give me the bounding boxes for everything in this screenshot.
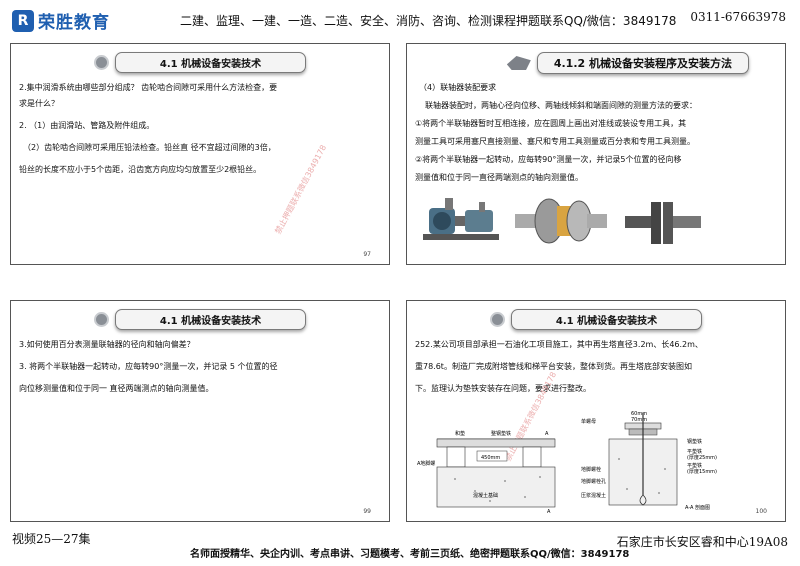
slide-title-bar: 4.1.2 机械设备安装程序及安装方法 — [407, 52, 785, 74]
coupling-illustrations — [423, 198, 701, 244]
slide-99: 4.1 机械设备安装技术 3.如何使用百分表测量联轴器的径向和轴向偏差？ 3. … — [10, 300, 390, 522]
text-line: 联轴器装配时，两轴心径向位移、两轴线倾斜和端面间隙的测量方法的要求： — [425, 101, 697, 110]
text-line: 铅丝的长度不应小于5个齿距，沿齿宽方向应均匀放置至少2根铅丝。 — [19, 165, 262, 174]
page-number: 97 — [363, 251, 371, 258]
diagram-label: (厚度15mm) — [687, 468, 717, 475]
page-header: R 荣胜教育 二建、监理、一建、一造、二造、安全、消防、咨询、检测课程押题联系Q… — [0, 0, 800, 36]
slide-title: 4.1 机械设备安装技术 — [510, 309, 703, 330]
slide-body: 3.如何使用百分表测量联轴器的径向和轴向偏差？ 3. 将两个半联轴器一起转动，应… — [19, 339, 381, 405]
footer-episode: 视频25—27集 — [12, 532, 91, 546]
text-line: （4）联轴器装配要求 — [419, 83, 497, 92]
pump-motor-image — [423, 198, 499, 240]
slide-98: 4.1.2 机械设备安装程序及安装方法 （4）联轴器装配要求 联轴器装配时，两轴… — [406, 43, 786, 265]
logo-icon: R — [12, 9, 34, 32]
slide-100: 4.1 机械设备安装技术 252.某公司项目部承担一石油化工项目施工，其中再生塔… — [406, 300, 786, 522]
slide-body: 2.集中润滑系统由哪些部分组成？ 齿轮啮合间隙可采用什么方法检查，要 求是什么？… — [19, 82, 381, 186]
footer-contact: 名师面授精华、央企内训、考点串讲、习题模考、考前三页纸、绝密押题联系QQ/微信：… — [190, 549, 630, 560]
slide-body: 252.某公司项目部承担一石油化工项目施工，其中再生塔直径3.2m、长46.2m… — [415, 339, 777, 405]
diagram-label: A-A 剖面图 — [685, 504, 710, 511]
slide-title: 4.1.2 机械设备安装程序及安装方法 — [536, 52, 749, 74]
diagram-label: 和垫 — [455, 430, 465, 437]
slide-title-bar: 4.1 机械设备安装技术 — [11, 309, 389, 330]
slide-body: （4）联轴器装配要求 联轴器装配时，两轴心径向位移、两轴线倾斜和端面间隙的测量方… — [415, 82, 777, 190]
text-line: 下。监理认为垫铁安装存在问题，要求进行整改。 — [415, 384, 591, 393]
text-line: 2.集中润滑系统由哪些部分组成？ 齿轮啮合间隙可采用什么方法检查，要 — [19, 83, 278, 92]
text-line: 3.如何使用百分表测量联轴器的径向和轴向偏差？ — [19, 340, 195, 349]
diagram-label: A — [545, 431, 549, 437]
text-line: 求是什么？ — [19, 99, 59, 108]
diagram-label: A — [547, 509, 551, 515]
diagram-label: 地脚螺栓 — [581, 466, 601, 473]
slide-title: 4.1 机械设备安装技术 — [114, 52, 307, 73]
base-elevation-drawing: 和垫 整钢垫铁 A 450mm A地脚螺 混凝土基础 A — [417, 430, 556, 515]
flange-coupling-image — [625, 202, 701, 244]
jaw-coupling-image — [515, 198, 607, 244]
text-line: 3. 将两个半联轴器一起转动，应每转90°测量一次，并记录 5 个位置的径 — [19, 362, 278, 371]
diagram-label: 压浆混凝土 — [581, 492, 606, 499]
section-a-a-drawing: 60mm 70mm 单螺母 钢垫铁 平垫铁 (厚度25mm) 平垫铁 (厚度15… — [581, 411, 717, 511]
tower-base-diagram: 和垫 整钢垫铁 A 450mm A地脚螺 混凝土基础 A 60mm 70mm 单… — [417, 411, 717, 515]
slide-title-bar: 4.1 机械设备安装技术 — [11, 52, 389, 73]
diagram-label: 60mm — [631, 411, 647, 417]
diagram-label: 地脚螺栓孔 — [581, 478, 606, 485]
diagram-label: 整钢垫铁 — [491, 430, 511, 437]
diagram-label: 钢垫铁 — [687, 438, 702, 445]
lightbulb-icon — [93, 312, 109, 327]
page-number: 100 — [755, 508, 767, 515]
text-line: 向位移测量值和位于同一 直径两端测点的轴向测量值。 — [19, 384, 214, 393]
slide-title-bar: 4.1 机械设备安装技术 — [407, 309, 785, 330]
footer-address: 石家庄市长安区睿和中心19A08 — [616, 535, 788, 549]
text-line: 252.某公司项目部承担一石油化工项目施工，其中再生塔直径3.2m、长46.2m… — [415, 340, 703, 349]
slide-title: 4.1 机械设备安装技术 — [114, 309, 307, 330]
text-line: ①将两个半联轴器暂时互相连接，应在圆周上画出对准线或装设专用工具，其 — [415, 119, 687, 128]
text-line: 测量工具可采用塞尺直接测量、塞尺和专用工具测量或百分表和专用工具测量。 — [415, 137, 695, 146]
diagram-label: 平垫铁 — [687, 448, 702, 455]
brand-logo: R 荣胜教育 — [12, 8, 110, 33]
diagram-label: 单螺母 — [581, 418, 596, 425]
logo-text: 荣胜教育 — [38, 13, 110, 33]
header-phone: 0311-67663978 — [690, 10, 786, 24]
text-line: 2. （1）由润滑站、管路及附件组成。 — [19, 121, 155, 130]
diagram-label: 450mm — [481, 455, 500, 461]
diamond-icon — [506, 56, 531, 70]
lightbulb-icon — [93, 55, 109, 70]
page-number: 99 — [363, 508, 371, 515]
slide-97: 4.1 机械设备安装技术 2.集中润滑系统由哪些部分组成？ 齿轮啮合间隙可采用什… — [10, 43, 390, 265]
text-line: 重78.6t。制造厂完成附塔管线和梯平台安装，整体到货。再生塔底部安装图如 — [415, 362, 692, 371]
diagram-label: (厚度25mm) — [687, 454, 717, 461]
diagram-label: 70mm — [631, 417, 647, 423]
diagram-label: 混凝土基础 — [473, 492, 498, 499]
diagram-label: A地脚螺 — [417, 460, 435, 467]
header-courses-text: 二建、监理、一建、一造、二造、安全、消防、咨询、检测课程押题联系QQ/微信：38… — [180, 14, 677, 28]
text-line: ②将两个半联轴器一起转动，应每转90°测量一次，并记录5个位置的径向移 — [415, 155, 682, 164]
lightbulb-icon — [489, 312, 505, 327]
text-line: 测量值和位于同一直径两端测点的轴向测量值。 — [415, 173, 583, 182]
text-line: （2）齿轮啮合间隙可采用压铅法检查。铅丝直 径不宜超过间隙的3倍， — [23, 143, 276, 152]
diagram-label: 平垫铁 — [687, 462, 702, 469]
